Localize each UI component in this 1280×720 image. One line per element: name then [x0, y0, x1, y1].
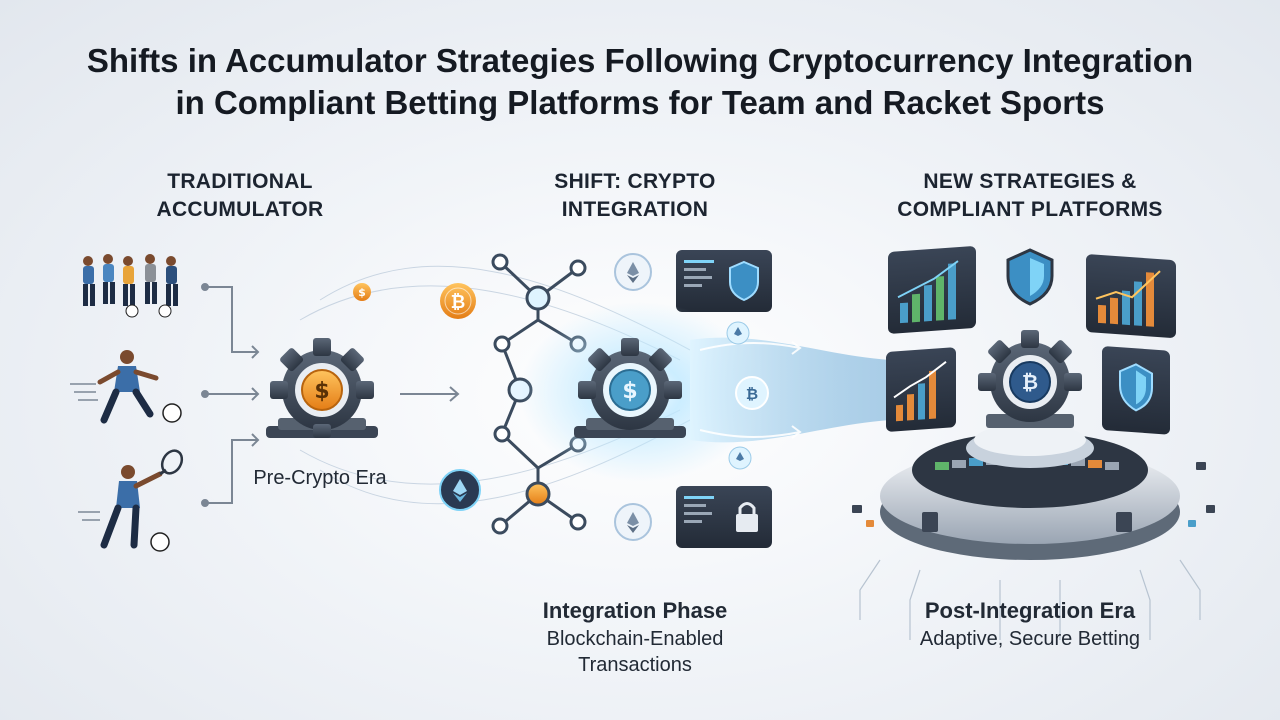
- small-coin-icon: $: [353, 283, 371, 301]
- integration-beam: [690, 337, 890, 443]
- title-line-2: in Compliant Betting Platforms for Team …: [175, 84, 1105, 121]
- ethereum-icon: [614, 253, 652, 291]
- title-line-1: Shifts in Accumulator Strategies Followi…: [86, 42, 1194, 79]
- svg-text:₿: ₿: [746, 385, 758, 403]
- diagram-title: Shifts in Accumulator Strategies Followi…: [0, 40, 1280, 124]
- stage-3-bitcoin-gear-icon: ₿: [978, 330, 1082, 428]
- stage-3-subtitle: Adaptive, Secure Betting: [919, 628, 1141, 650]
- stage-3-heading: NEW STRATEGIES & COMPLIANT PLATFORMS: [897, 170, 1163, 221]
- stage-1-caption: Pre-Crypto Era: [253, 467, 387, 489]
- shield-icon: [1006, 248, 1054, 306]
- stage-2-heading: SHIFT: CRYPTO INTEGRATION: [554, 170, 716, 221]
- bitcoin-icon: ₿: [735, 376, 769, 410]
- stage-2-dollar-gear-icon: $: [574, 338, 686, 438]
- shield-screen-panel: [676, 250, 772, 312]
- bar-chart-panel: [888, 246, 976, 334]
- team-players-icon: [83, 254, 178, 318]
- soccer-player-icon: [70, 350, 182, 424]
- ethereum-icon: [439, 469, 481, 511]
- bitcoin-icon: ₿: [440, 283, 476, 319]
- stage-3-caption: Post-Integration Era Adaptive, Secure Be…: [880, 596, 1180, 652]
- ethereum-icon: [728, 446, 752, 470]
- stage-2-subtitle-1: Blockchain-Enabled: [546, 628, 724, 650]
- stage-3-title: Post-Integration Era: [924, 598, 1136, 623]
- svg-text:$: $: [358, 286, 366, 299]
- stage-2-title: Integration Phase: [542, 598, 728, 623]
- svg-text:₿: ₿: [1022, 370, 1038, 394]
- circuit-lines: [859, 559, 1201, 640]
- compliant-platform: [880, 424, 1180, 560]
- stage-1-dollar-gear-icon: $: [266, 338, 378, 438]
- svg-text:₿: ₿: [451, 292, 466, 313]
- stage-1-heading: TRADITIONAL ACCUMULATOR: [156, 170, 324, 221]
- ethereum-icon: [614, 503, 652, 541]
- analytics-panel: [886, 347, 956, 432]
- lock-screen-panel: [676, 486, 772, 548]
- stage-1-connectors: [201, 283, 260, 507]
- stage-arrow-1: [400, 386, 460, 402]
- data-blocks: [852, 462, 1215, 527]
- svg-text:$: $: [622, 379, 637, 404]
- ethereum-icon: [726, 321, 750, 345]
- stage-2-subtitle-2: Transactions: [578, 654, 692, 676]
- stage-2-caption: Integration Phase Blockchain-Enabled Tra…: [500, 596, 770, 678]
- growth-chart-panel: [1086, 254, 1176, 338]
- tennis-player-icon: [78, 449, 184, 552]
- security-panel: [1102, 346, 1170, 435]
- svg-text:$: $: [314, 379, 329, 404]
- beam-arrows: [699, 341, 802, 439]
